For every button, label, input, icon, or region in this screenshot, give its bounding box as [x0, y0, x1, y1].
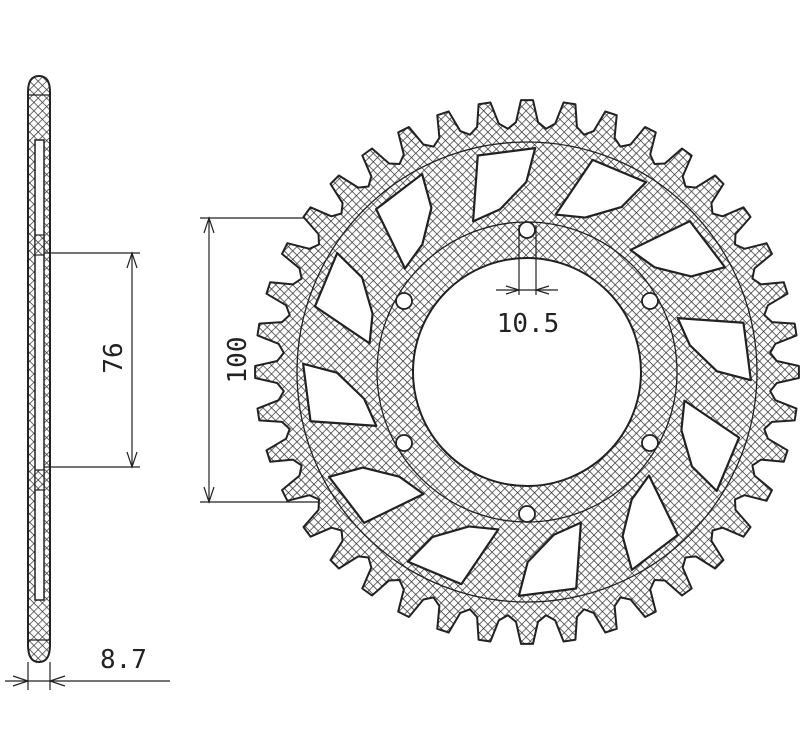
lightening-window	[302, 362, 378, 427]
lightening-window	[629, 220, 727, 278]
lightening-window	[621, 474, 679, 572]
dimension-76-label: 76	[99, 342, 129, 373]
side-hub-hatch-bottom	[34, 469, 45, 491]
bolt-hole	[395, 434, 413, 452]
lightening-window	[313, 251, 374, 345]
lightening-window	[554, 158, 648, 219]
dimension-8-7	[5, 662, 170, 690]
side-hub-hatch-top	[34, 234, 45, 256]
lightening-window	[676, 317, 752, 382]
dimension-100-label: 100	[223, 337, 253, 384]
center-bore	[412, 257, 642, 487]
side-hub-band	[34, 139, 45, 601]
bolt-hole	[641, 434, 659, 452]
dimension-10-5	[496, 225, 558, 295]
root-circle-line	[296, 141, 758, 603]
bolt-hole	[395, 292, 413, 310]
lightening-window	[472, 147, 537, 223]
side-view	[27, 74, 51, 664]
dimension-10-5-label: 10.5	[497, 309, 560, 339]
dimension-76	[44, 251, 140, 469]
sprocket-front-view	[254, 99, 800, 645]
lightening-window	[517, 521, 582, 597]
lightening-window	[406, 525, 500, 586]
dimension-8-7-label: 8.7	[100, 645, 147, 675]
lightening-window	[375, 172, 433, 270]
lightening-window	[680, 399, 741, 493]
bolt-hole	[518, 221, 536, 239]
bolt-hole	[641, 292, 659, 310]
bolt-hole	[518, 505, 536, 523]
lightening-window	[327, 466, 425, 524]
